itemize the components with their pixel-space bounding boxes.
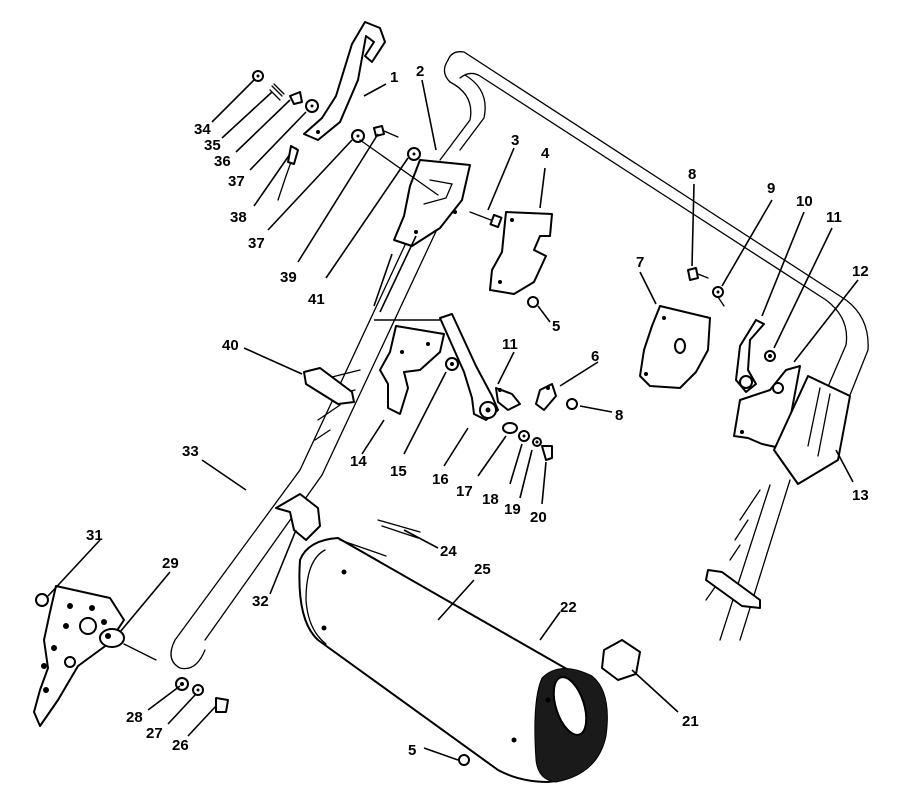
hardware-39-bolt [373,125,399,138]
callout-41: 41 [308,291,325,308]
cable-clip-right [705,569,761,609]
part-11-nut-right [764,350,776,362]
callout-32: 32 [252,593,269,610]
part-5-screw-lower [458,754,470,766]
callout-39: 39 [280,269,297,286]
part-1-lever [303,21,386,141]
part-8-bolt-upper [687,267,709,281]
callout-20: 20 [530,509,547,526]
callout-18: 18 [482,491,499,508]
callout-1: 1 [390,69,398,86]
part-6-clip [535,383,557,411]
part-19-washer [532,437,542,447]
part-16-lever [439,313,499,421]
part-15-nut [445,357,459,371]
part-8-bolt-lower [566,398,578,410]
part-26-screw [215,697,229,713]
callout-27: 27 [146,725,163,742]
callout-7: 7 [636,254,644,271]
callout-11-left: 11 [502,336,518,353]
callout-3: 3 [511,132,519,149]
callout-17: 17 [456,483,473,500]
callout-25: 25 [474,561,491,578]
callout-labels: 1 2 3 4 5 6 7 8 8 9 10 11 11 12 13 14 15… [86,63,869,759]
part-21-cap [601,639,641,681]
callout-22: 22 [560,599,577,616]
callout-11-right: 11 [826,209,842,226]
hardware-37-lower [351,129,365,143]
part-2-bracket [393,159,471,247]
callout-21: 21 [682,713,699,730]
callout-37-upper: 37 [228,173,245,190]
callout-15: 15 [390,463,407,480]
leader-lines [47,79,859,761]
part-3-bolt [469,211,503,229]
callout-38: 38 [230,209,247,226]
callout-26: 26 [172,737,189,754]
part-14-bracket [379,325,445,415]
callout-35: 35 [204,137,221,154]
part-24-strap [339,519,421,557]
part-13-channel [773,375,851,485]
callout-40: 40 [222,337,239,354]
callout-12: 12 [852,263,869,280]
part-9-ball-joint [712,286,725,307]
callout-28: 28 [126,709,143,726]
hardware-34 [252,70,264,82]
callout-5-lower: 5 [408,742,416,759]
callout-24: 24 [440,543,457,560]
hardware-36 [289,91,303,105]
part-10-lever [735,319,765,393]
callout-2: 2 [416,63,424,80]
hardware-38-cable [277,145,299,201]
hardware-41-washer [407,147,421,161]
callout-9: 9 [767,180,775,197]
hardware-37-upper [305,99,319,113]
callout-29: 29 [162,555,179,572]
callout-14: 14 [350,453,367,470]
part-31-plate [33,585,125,727]
part-29-bushing [99,628,157,661]
part-11-clip-left [495,387,521,411]
callout-8-upper: 8 [688,166,696,183]
callout-37-lower: 37 [248,235,265,252]
part-20-screw [541,445,553,461]
part-4-plate [489,211,553,295]
part-32-knob [275,493,321,541]
callout-4: 4 [541,145,550,162]
callout-16: 16 [432,471,449,488]
part-40-cable-clip [303,367,355,405]
callout-13: 13 [852,487,869,504]
callout-10: 10 [796,193,813,210]
callout-36: 36 [214,153,231,170]
callout-8-lower: 8 [615,407,623,424]
callout-19: 19 [504,501,521,518]
callout-31: 31 [86,527,103,544]
part-18-washer [518,430,530,442]
part-27-washer [192,684,204,696]
callout-34: 34 [194,121,211,138]
part-7-plate [639,305,711,389]
part-25-housing [298,537,608,783]
callout-33: 33 [182,443,199,460]
callout-6: 6 [591,348,599,365]
part-5-screw-upper [527,296,539,308]
callout-5-upper: 5 [552,318,560,335]
hardware-35-spring [269,83,285,101]
part-17-bushing [502,422,518,434]
